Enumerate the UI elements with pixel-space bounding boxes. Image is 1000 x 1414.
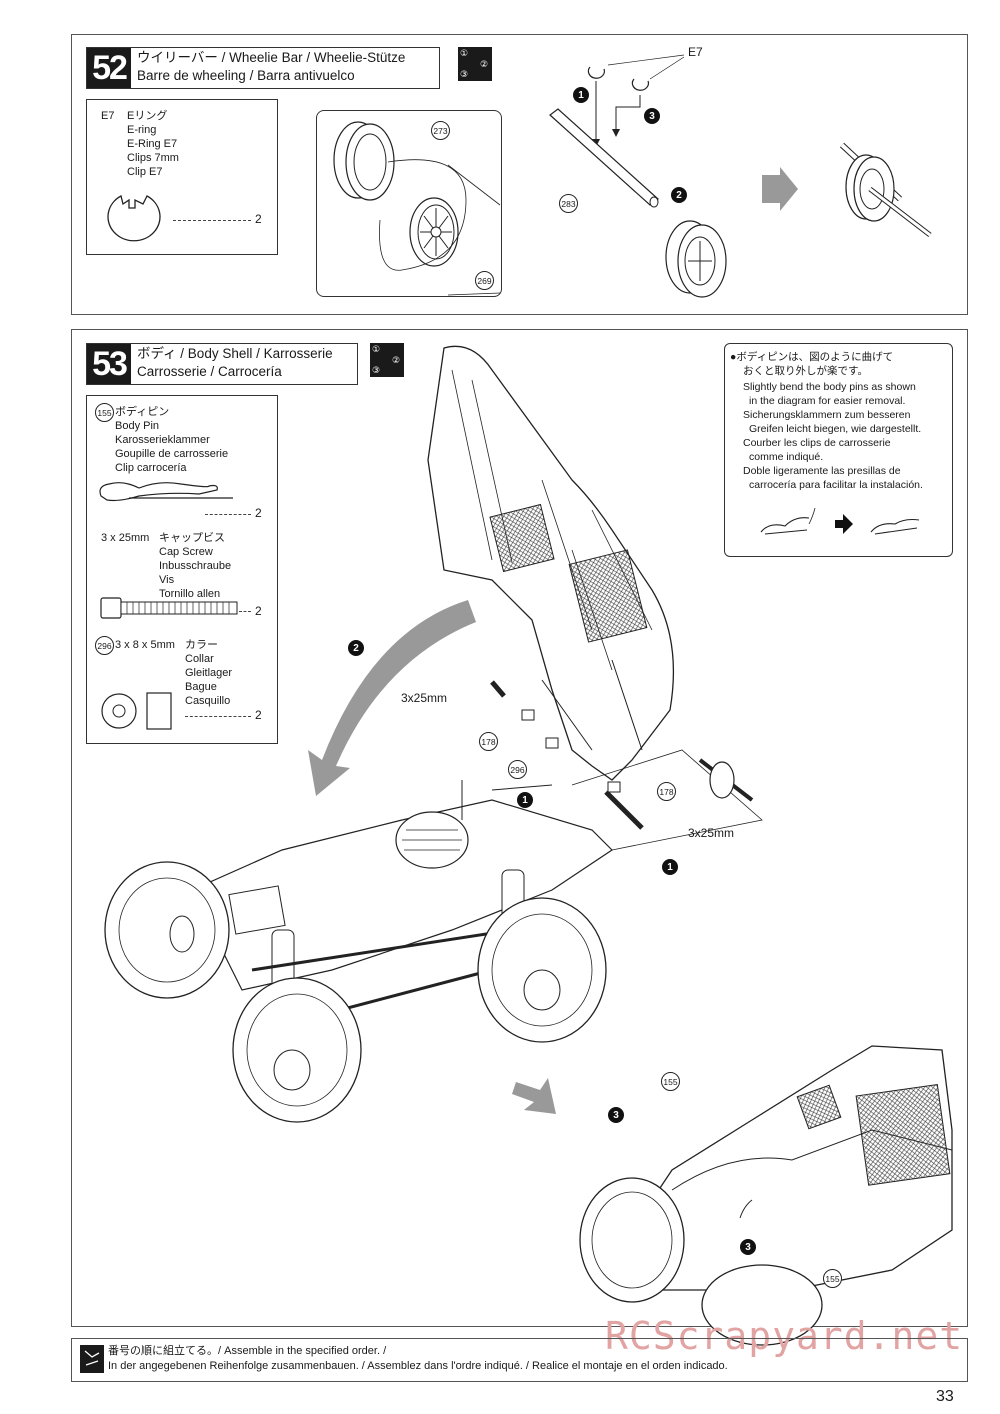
step-52-title-line1: ウイリーバー / Wheelie Bar / Wheelie-Stütze — [137, 50, 406, 65]
step-marker-1-upper: 1 — [517, 792, 533, 808]
body-pin-icon — [99, 482, 233, 502]
assembly-order-footer: 番号の順に組立てる。/ Assemble in the specified or… — [71, 1338, 968, 1382]
step-53-title-line2: Carrosserie / Carrocería — [137, 364, 282, 379]
step-53-header: 53 ボディ / Body Shell / Karrosserie Carros… — [86, 343, 358, 385]
e-ring-icon — [107, 195, 161, 242]
callout-155-lower: 155 — [823, 1269, 842, 1288]
footer-line-2: In der angegebenen Reihenfolge zusammenb… — [108, 1360, 728, 1372]
step-marker-3-lower: 3 — [740, 1239, 756, 1255]
part-name-ja: Eリング — [127, 110, 168, 122]
step-marker-2: 2 — [671, 187, 687, 203]
step-52-number: 52 — [87, 48, 131, 88]
callout-155-upper: 155 — [661, 1072, 680, 1091]
assembly-order-icon: ① ② ③ — [458, 47, 492, 81]
step-marker-3: 3 — [644, 108, 660, 124]
step-53-panel: 53 ボディ / Body Shell / Karrosserie Carros… — [71, 329, 968, 1346]
step-marker-3-upper: 3 — [608, 1107, 624, 1123]
cap-screw-icon — [100, 597, 238, 619]
page-number: 33 — [936, 1388, 954, 1405]
step-52-title-line2: Barre de wheeling / Barra antivuelco — [137, 68, 355, 83]
wheel-tire-diagram — [333, 121, 467, 271]
step-52-panel: 52 ウイリーバー / Wheelie Bar / Wheelie-Stütze… — [71, 34, 968, 315]
callout-269: 269 — [475, 271, 494, 290]
body-pin-tip-note: ●ボディピンは、図のように曲げて おくと取り外しが楽です。 Slightly b… — [724, 343, 953, 557]
footer-line-1: 番号の順に組立てる。/ Assemble in the specified or… — [108, 1345, 387, 1357]
part-id-155: 155 — [95, 403, 114, 422]
part-name-fr: Clips 7mm — [127, 152, 179, 164]
callout-e7: E7 — [688, 45, 703, 59]
parts-box-e-ring: E7 Eリング E-ring E-Ring E7 Clips 7mm Clip … — [86, 99, 278, 255]
callout-178-upper: 178 — [479, 732, 498, 751]
callout-296: 296 — [508, 760, 527, 779]
watermark-text: RCScrapyard.net — [605, 1314, 964, 1358]
wheel-detail-box — [316, 110, 502, 297]
step-52-header: 52 ウイリーバー / Wheelie Bar / Wheelie-Stütze… — [86, 47, 440, 89]
order-icon-small — [80, 1345, 104, 1373]
step-53-title-line1: ボディ / Body Shell / Karrosserie — [137, 346, 333, 361]
bent-pin-diagram — [760, 507, 920, 535]
collar-icon — [101, 692, 172, 730]
step-53-number: 53 — [87, 344, 131, 384]
step-marker-2: 2 — [348, 640, 364, 656]
part-name-de: E-Ring E7 — [127, 138, 178, 150]
part-name-en: E-ring — [127, 124, 157, 136]
callout-screw-3x25-lower: 3x25mm — [688, 826, 735, 840]
part-qty: 2 — [255, 212, 262, 226]
part-name-es: Clip E7 — [127, 166, 163, 178]
callout-178-lower: 178 — [657, 782, 676, 801]
part-id-296: 296 — [95, 636, 114, 655]
parts-box-body: 155 ボディピン Body Pin Karosserieklammer Gou… — [86, 395, 278, 744]
part-code: E7 — [101, 110, 115, 122]
step-marker-1: 1 — [573, 87, 589, 103]
callout-283: 283 — [559, 194, 578, 213]
wheelie-bar-diagram — [447, 54, 932, 298]
assembly-order-icon: ① ② ③ — [370, 343, 404, 377]
callout-273: 273 — [431, 121, 450, 140]
callout-screw-3x25-upper: 3x25mm — [401, 691, 448, 705]
step-marker-1-lower: 1 — [662, 859, 678, 875]
body-shell-assembly-diagram — [104, 345, 953, 1346]
